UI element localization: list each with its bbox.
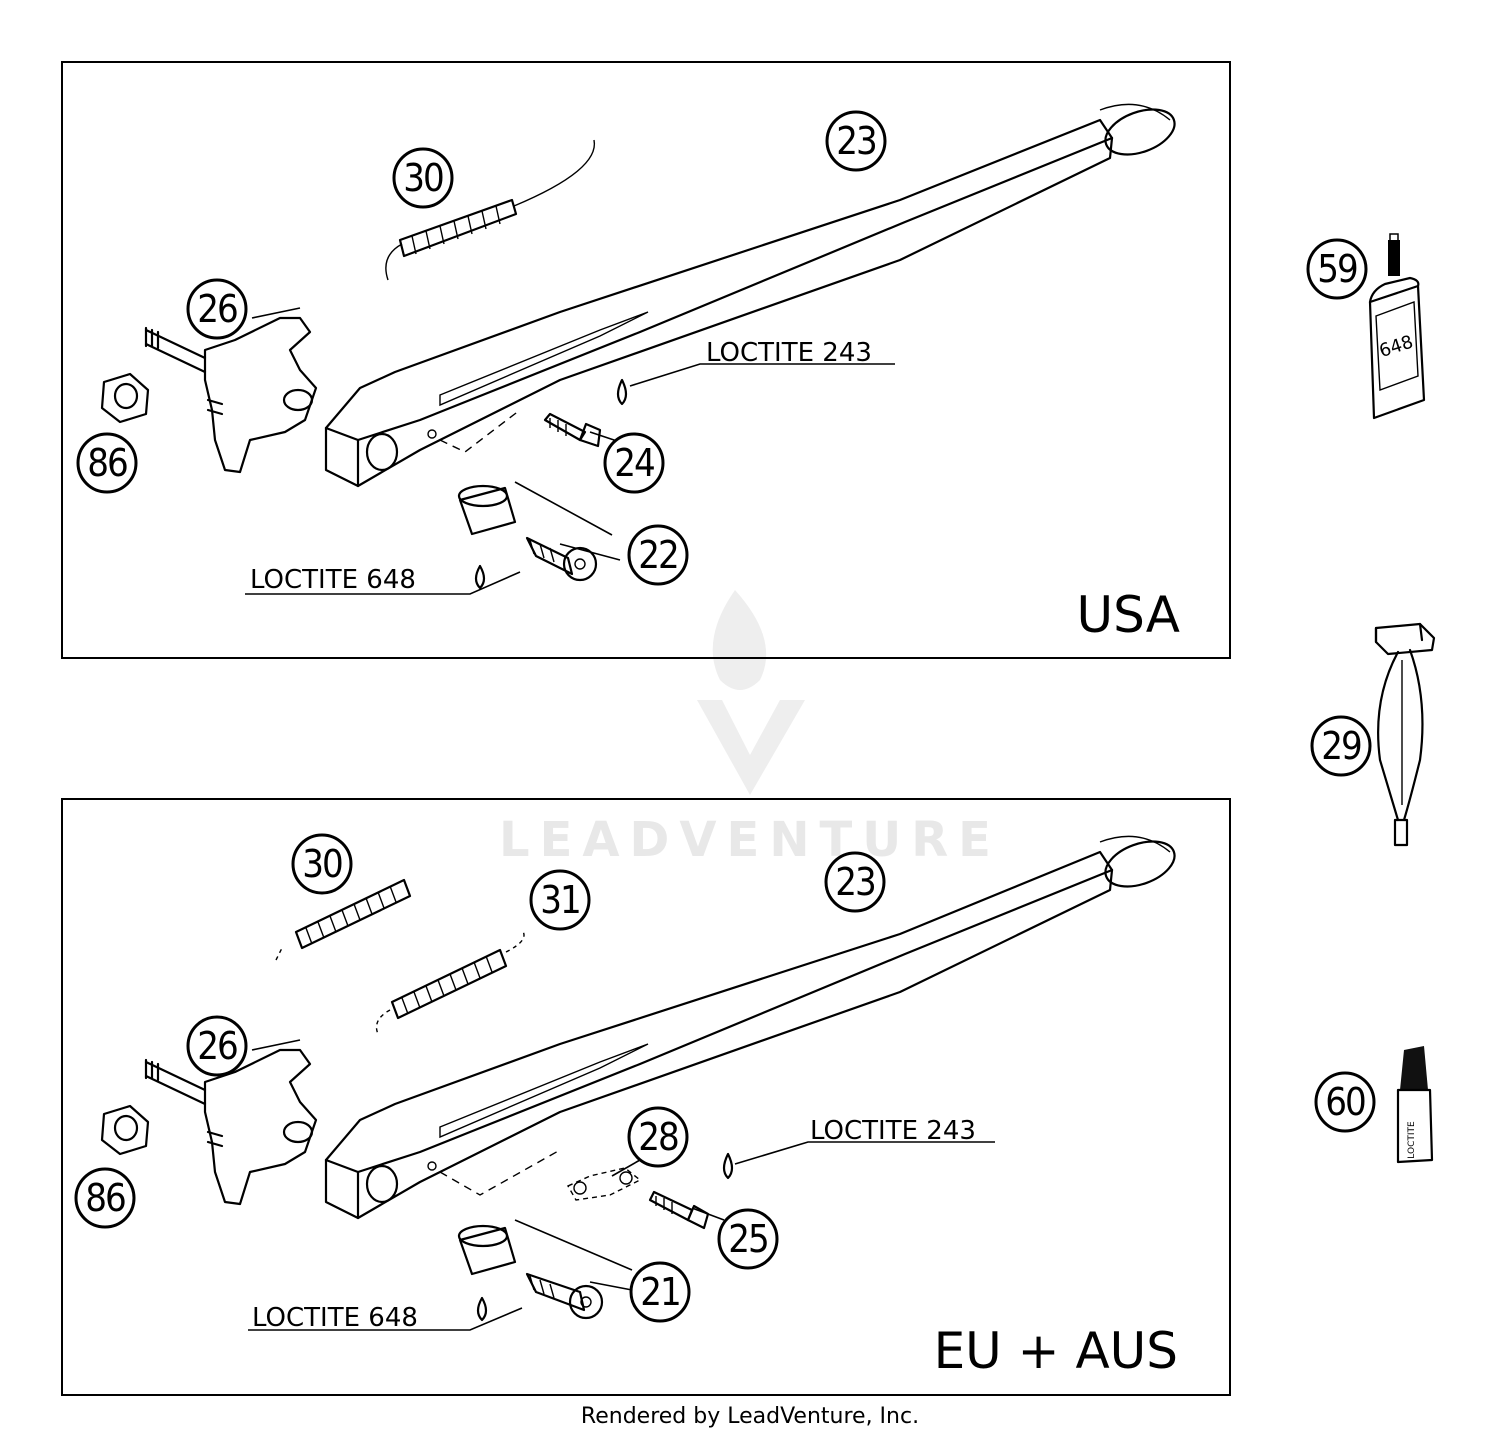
watermark: LEADVENTURE bbox=[499, 590, 1001, 868]
loctite-648-note: LOCTITE 648 bbox=[252, 1303, 418, 1333]
callout-25: 25 bbox=[717, 1208, 779, 1270]
spring-31 bbox=[375, 929, 525, 1035]
nut-86 bbox=[100, 372, 150, 424]
svg-text:24: 24 bbox=[614, 441, 654, 485]
loctite-tube: LOCTITE bbox=[1396, 1046, 1434, 1164]
eu-panel-frame bbox=[61, 798, 1231, 1396]
callout-86: 86 bbox=[76, 432, 138, 494]
footer-credit: Rendered by LeadVenture, Inc. bbox=[580, 1404, 920, 1429]
eu-panel: LOCTITE 243 LOCTITE 648 EU + AUS 30 31 2… bbox=[61, 798, 1231, 1396]
spring-30 bbox=[275, 878, 412, 961]
callout-31: 31 bbox=[529, 869, 591, 931]
bottle-label: 648 bbox=[1377, 331, 1416, 362]
bolt-22 bbox=[525, 536, 598, 582]
spring-30 bbox=[385, 139, 596, 281]
svg-text:30: 30 bbox=[302, 842, 342, 886]
svg-text:86: 86 bbox=[85, 1176, 125, 1220]
watermark-text: LEADVENTURE bbox=[499, 812, 1001, 868]
bolt-24 bbox=[543, 412, 602, 448]
svg-text:26: 26 bbox=[197, 287, 237, 331]
bushing-22 bbox=[457, 484, 517, 536]
callout-60: 60 bbox=[1314, 1071, 1376, 1133]
callout-59: 59 bbox=[1306, 238, 1368, 300]
svg-text:25: 25 bbox=[728, 1217, 768, 1261]
callout-21: 21 bbox=[629, 1261, 691, 1323]
svg-text:28: 28 bbox=[638, 1115, 678, 1159]
bolt-21 bbox=[525, 1272, 604, 1320]
callout-26: 26 bbox=[186, 1015, 248, 1077]
grease-tool bbox=[1374, 622, 1436, 847]
callout-26: 26 bbox=[186, 278, 248, 340]
svg-text:21: 21 bbox=[640, 1270, 680, 1314]
loctite-drop-icon bbox=[476, 1296, 488, 1322]
usa-region-label: USA bbox=[1077, 586, 1180, 644]
loctite-243-note: LOCTITE 243 bbox=[810, 1116, 976, 1146]
loctite-648-bottle: 648 bbox=[1368, 233, 1426, 420]
loctite-drop-icon bbox=[616, 378, 628, 406]
svg-text:29: 29 bbox=[1321, 724, 1361, 768]
bolt-25 bbox=[648, 1190, 710, 1230]
callout-23: 23 bbox=[825, 110, 887, 172]
accessories: 648 59 29 LOCTITE 60 bbox=[1306, 233, 1436, 1164]
loctite-drop-icon bbox=[722, 1152, 734, 1180]
bushing-21 bbox=[457, 1224, 517, 1276]
callout-24: 24 bbox=[603, 432, 665, 494]
loctite-243-note: LOCTITE 243 bbox=[706, 338, 872, 368]
svg-text:86: 86 bbox=[87, 441, 127, 485]
svg-text:60: 60 bbox=[1325, 1080, 1365, 1124]
callout-29: 29 bbox=[1310, 715, 1372, 777]
usa-panel-frame bbox=[61, 61, 1231, 659]
side-stand-leg bbox=[324, 835, 1176, 1220]
usa-panel: LOCTITE 243 LOCTITE 648 USA 30 23 26 86 … bbox=[61, 61, 1231, 659]
callout-86: 86 bbox=[74, 1167, 136, 1229]
callout-23: 23 bbox=[824, 851, 886, 913]
washer-28 bbox=[567, 1167, 642, 1201]
nut-86 bbox=[100, 1104, 150, 1156]
side-stand-leg bbox=[324, 103, 1176, 488]
svg-text:23: 23 bbox=[835, 860, 875, 904]
svg-text:26: 26 bbox=[197, 1024, 237, 1068]
svg-text:23: 23 bbox=[836, 119, 876, 163]
svg-text:30: 30 bbox=[403, 156, 443, 200]
loctite-648-note: LOCTITE 648 bbox=[250, 565, 416, 595]
callout-22: 22 bbox=[627, 524, 689, 586]
svg-text:59: 59 bbox=[1317, 247, 1357, 291]
loctite-drop-icon bbox=[474, 564, 486, 590]
callout-28: 28 bbox=[627, 1106, 689, 1168]
pivot-bolt-26 bbox=[144, 316, 318, 474]
pivot-bolt-26 bbox=[144, 1048, 318, 1206]
callout-30: 30 bbox=[291, 833, 353, 895]
svg-text:31: 31 bbox=[540, 878, 580, 922]
tube-label: LOCTITE bbox=[1407, 1121, 1417, 1159]
callout-30: 30 bbox=[392, 147, 454, 209]
svg-text:22: 22 bbox=[638, 533, 678, 577]
eu-aus-region-label: EU + AUS bbox=[934, 1322, 1178, 1380]
